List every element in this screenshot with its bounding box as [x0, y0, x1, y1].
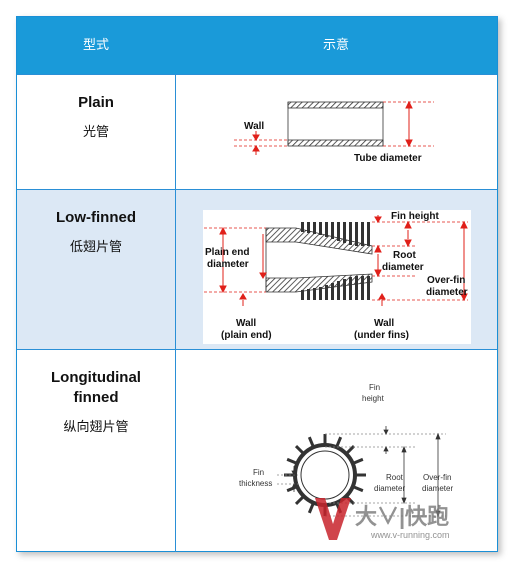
low-fin-tube-section: [265, 222, 373, 300]
wall-plain-end-label-1: Wall: [236, 318, 256, 329]
root-diameter-label-1: Root: [386, 473, 404, 482]
over-fin-label-2: diameter: [422, 484, 453, 493]
type-name-cn: 纵向翅片管: [63, 420, 129, 435]
table-row-low-finned: Low-finned 低翅片管: [17, 189, 497, 350]
over-fin-label-1: Over-fin: [423, 473, 451, 482]
diameter-arrow: [252, 100, 413, 155]
header-diagram: 示意: [322, 38, 349, 53]
wall-under-fins-label-1: Wall: [374, 318, 394, 329]
watermark-brand: 大∨|快跑: [355, 504, 449, 529]
plain-tube-diagram: Wall Tube diameter: [176, 75, 497, 190]
wall-plain-end-label-2: (plain end): [221, 330, 272, 341]
header-type: 型式: [82, 38, 109, 53]
plain-end-label-1: Plain end: [205, 247, 249, 258]
type-name-cn: 光管: [82, 125, 109, 140]
wall-label: Wall: [244, 121, 264, 132]
type-name-en-1: Longitudinal: [51, 369, 141, 386]
row-label: Longitudinal finned 纵向翅片管: [17, 350, 176, 552]
plain-end-label-2: diameter: [207, 259, 249, 270]
root-diameter-label-2: diameter: [374, 484, 405, 493]
fin-thickness-label-2: thickness: [239, 479, 272, 488]
table-row-plain: Plain 光管: [17, 74, 497, 190]
type-name-en-2: finned: [73, 389, 119, 406]
row-label: Plain 光管: [17, 75, 176, 190]
fin-height-label: Fin height: [391, 211, 439, 222]
watermark-logo: 大∨|快跑 www.v-running.com: [311, 494, 483, 548]
over-fin-label-1: Over-fin: [427, 275, 465, 286]
fin-height-label-1: Fin: [369, 383, 380, 392]
low-finned-tube-diagram: Fin height Plain end diameter Root diame…: [176, 190, 497, 350]
type-name-en: Low-finned: [56, 209, 136, 226]
table-row-longitudinal-finned: Longitudinal finned 纵向翅片管: [17, 349, 497, 552]
wall-under-fins-label-2: (under fins): [354, 330, 409, 341]
fin-height-label-2: height: [362, 394, 385, 403]
over-fin-label-2: diameter: [426, 287, 468, 298]
type-name-en: Plain: [78, 94, 114, 111]
root-label-2: diameter: [382, 262, 424, 273]
row-label: Low-finned 低翅片管: [17, 190, 176, 350]
tube-diameter-label: Tube diameter: [354, 153, 422, 164]
root-label-1: Root: [393, 250, 416, 261]
type-name-cn: 低翅片管: [69, 240, 122, 255]
comparison-table: 型式 示意 Plain 光管: [16, 16, 498, 552]
watermark-url: www.v-running.com: [370, 530, 450, 540]
fin-thickness-label-1: Fin: [253, 468, 264, 477]
tube-section: [287, 101, 384, 147]
table-header: 型式 示意: [17, 17, 497, 74]
